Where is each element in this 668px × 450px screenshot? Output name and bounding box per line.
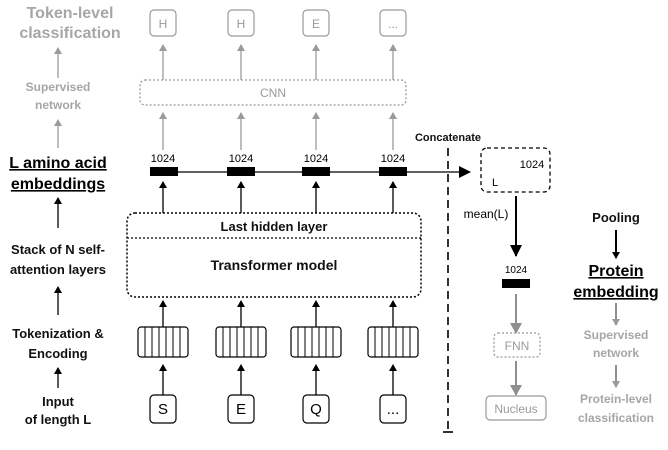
token-level-classification-label-2: classification	[19, 25, 120, 42]
right-supervised-label-2: network	[593, 346, 639, 360]
svg-text:E: E	[236, 401, 246, 418]
pooling-label: Pooling	[592, 210, 640, 225]
embeddings-label-2: embeddings	[11, 176, 105, 193]
svg-text:1024: 1024	[229, 153, 253, 165]
concat-length-label: L	[492, 177, 498, 189]
fnn-box: FNN	[493, 332, 541, 358]
transformer-model-label: Transformer model	[211, 257, 338, 273]
cnn-box: CNN	[139, 79, 407, 106]
protein-level-label-1: Protein-level	[580, 392, 652, 406]
output-token-3: ...	[379, 9, 407, 37]
svg-text:...: ...	[387, 401, 400, 418]
svg-text:1024: 1024	[151, 153, 175, 165]
svg-text:Q: Q	[310, 401, 322, 418]
embedding-1: 1024	[227, 153, 255, 176]
svg-text:...: ...	[388, 17, 398, 31]
pooled-embedding: 1024	[502, 265, 530, 288]
encoding-box-1	[215, 326, 267, 358]
stack-label-1: Stack of N self-	[11, 242, 105, 257]
svg-text:Nucleus: Nucleus	[494, 402, 537, 416]
protein-level-label-2: classification	[578, 411, 654, 425]
input-label-2: of length L	[25, 412, 91, 427]
embedding-2: 1024	[302, 153, 330, 176]
input-label-1: Input	[42, 394, 74, 409]
input-token-2: Q	[302, 394, 330, 424]
mean-label: mean(L)	[464, 207, 509, 221]
token-level-classification-label-1: Token-level	[27, 5, 114, 22]
svg-text:1024: 1024	[381, 153, 405, 165]
stack-label-2: attention layers	[10, 262, 106, 277]
supervised-network-label-2: network	[35, 98, 81, 112]
concat-embedding-box: 1024 L	[480, 147, 551, 193]
encoding-box-3	[367, 326, 419, 358]
output-token-1: H	[227, 9, 255, 37]
concat-dim-label: 1024	[520, 159, 544, 171]
protein-embedding-label-2: embedding	[573, 284, 658, 301]
right-supervised-label-1: Supervised	[584, 328, 649, 342]
embedding-3: 1024	[379, 153, 407, 176]
svg-text:1024: 1024	[505, 265, 528, 276]
tokenization-label-1: Tokenization &	[12, 326, 103, 341]
cnn-label: CNN	[260, 86, 286, 100]
svg-text:H: H	[159, 17, 168, 31]
svg-text:S: S	[158, 401, 168, 418]
encoding-box-0	[137, 326, 189, 358]
svg-text:1024: 1024	[304, 153, 328, 165]
protein-embedding-label-1: Protein	[588, 263, 643, 280]
nucleus-box: Nucleus	[485, 395, 547, 421]
svg-text:H: H	[237, 17, 246, 31]
transformer-model-box: Last hidden layer Transformer model	[126, 212, 422, 298]
output-token-2: E	[302, 9, 330, 37]
last-hidden-layer-label: Last hidden layer	[221, 219, 328, 234]
svg-text:FNN: FNN	[505, 339, 530, 353]
encoding-box-2	[290, 326, 342, 358]
embedding-0: 1024	[150, 153, 178, 176]
tokenization-label-2: Encoding	[28, 346, 87, 361]
input-token-0: S	[149, 394, 177, 424]
output-token-0: H	[149, 9, 177, 37]
svg-text:E: E	[312, 17, 320, 31]
input-token-1: E	[227, 394, 255, 424]
supervised-network-label-1: Supervised	[26, 80, 91, 94]
concatenate-label: Concatenate	[415, 132, 481, 144]
embeddings-label-1: L amino acid	[9, 155, 107, 172]
input-token-3: ...	[379, 394, 407, 424]
